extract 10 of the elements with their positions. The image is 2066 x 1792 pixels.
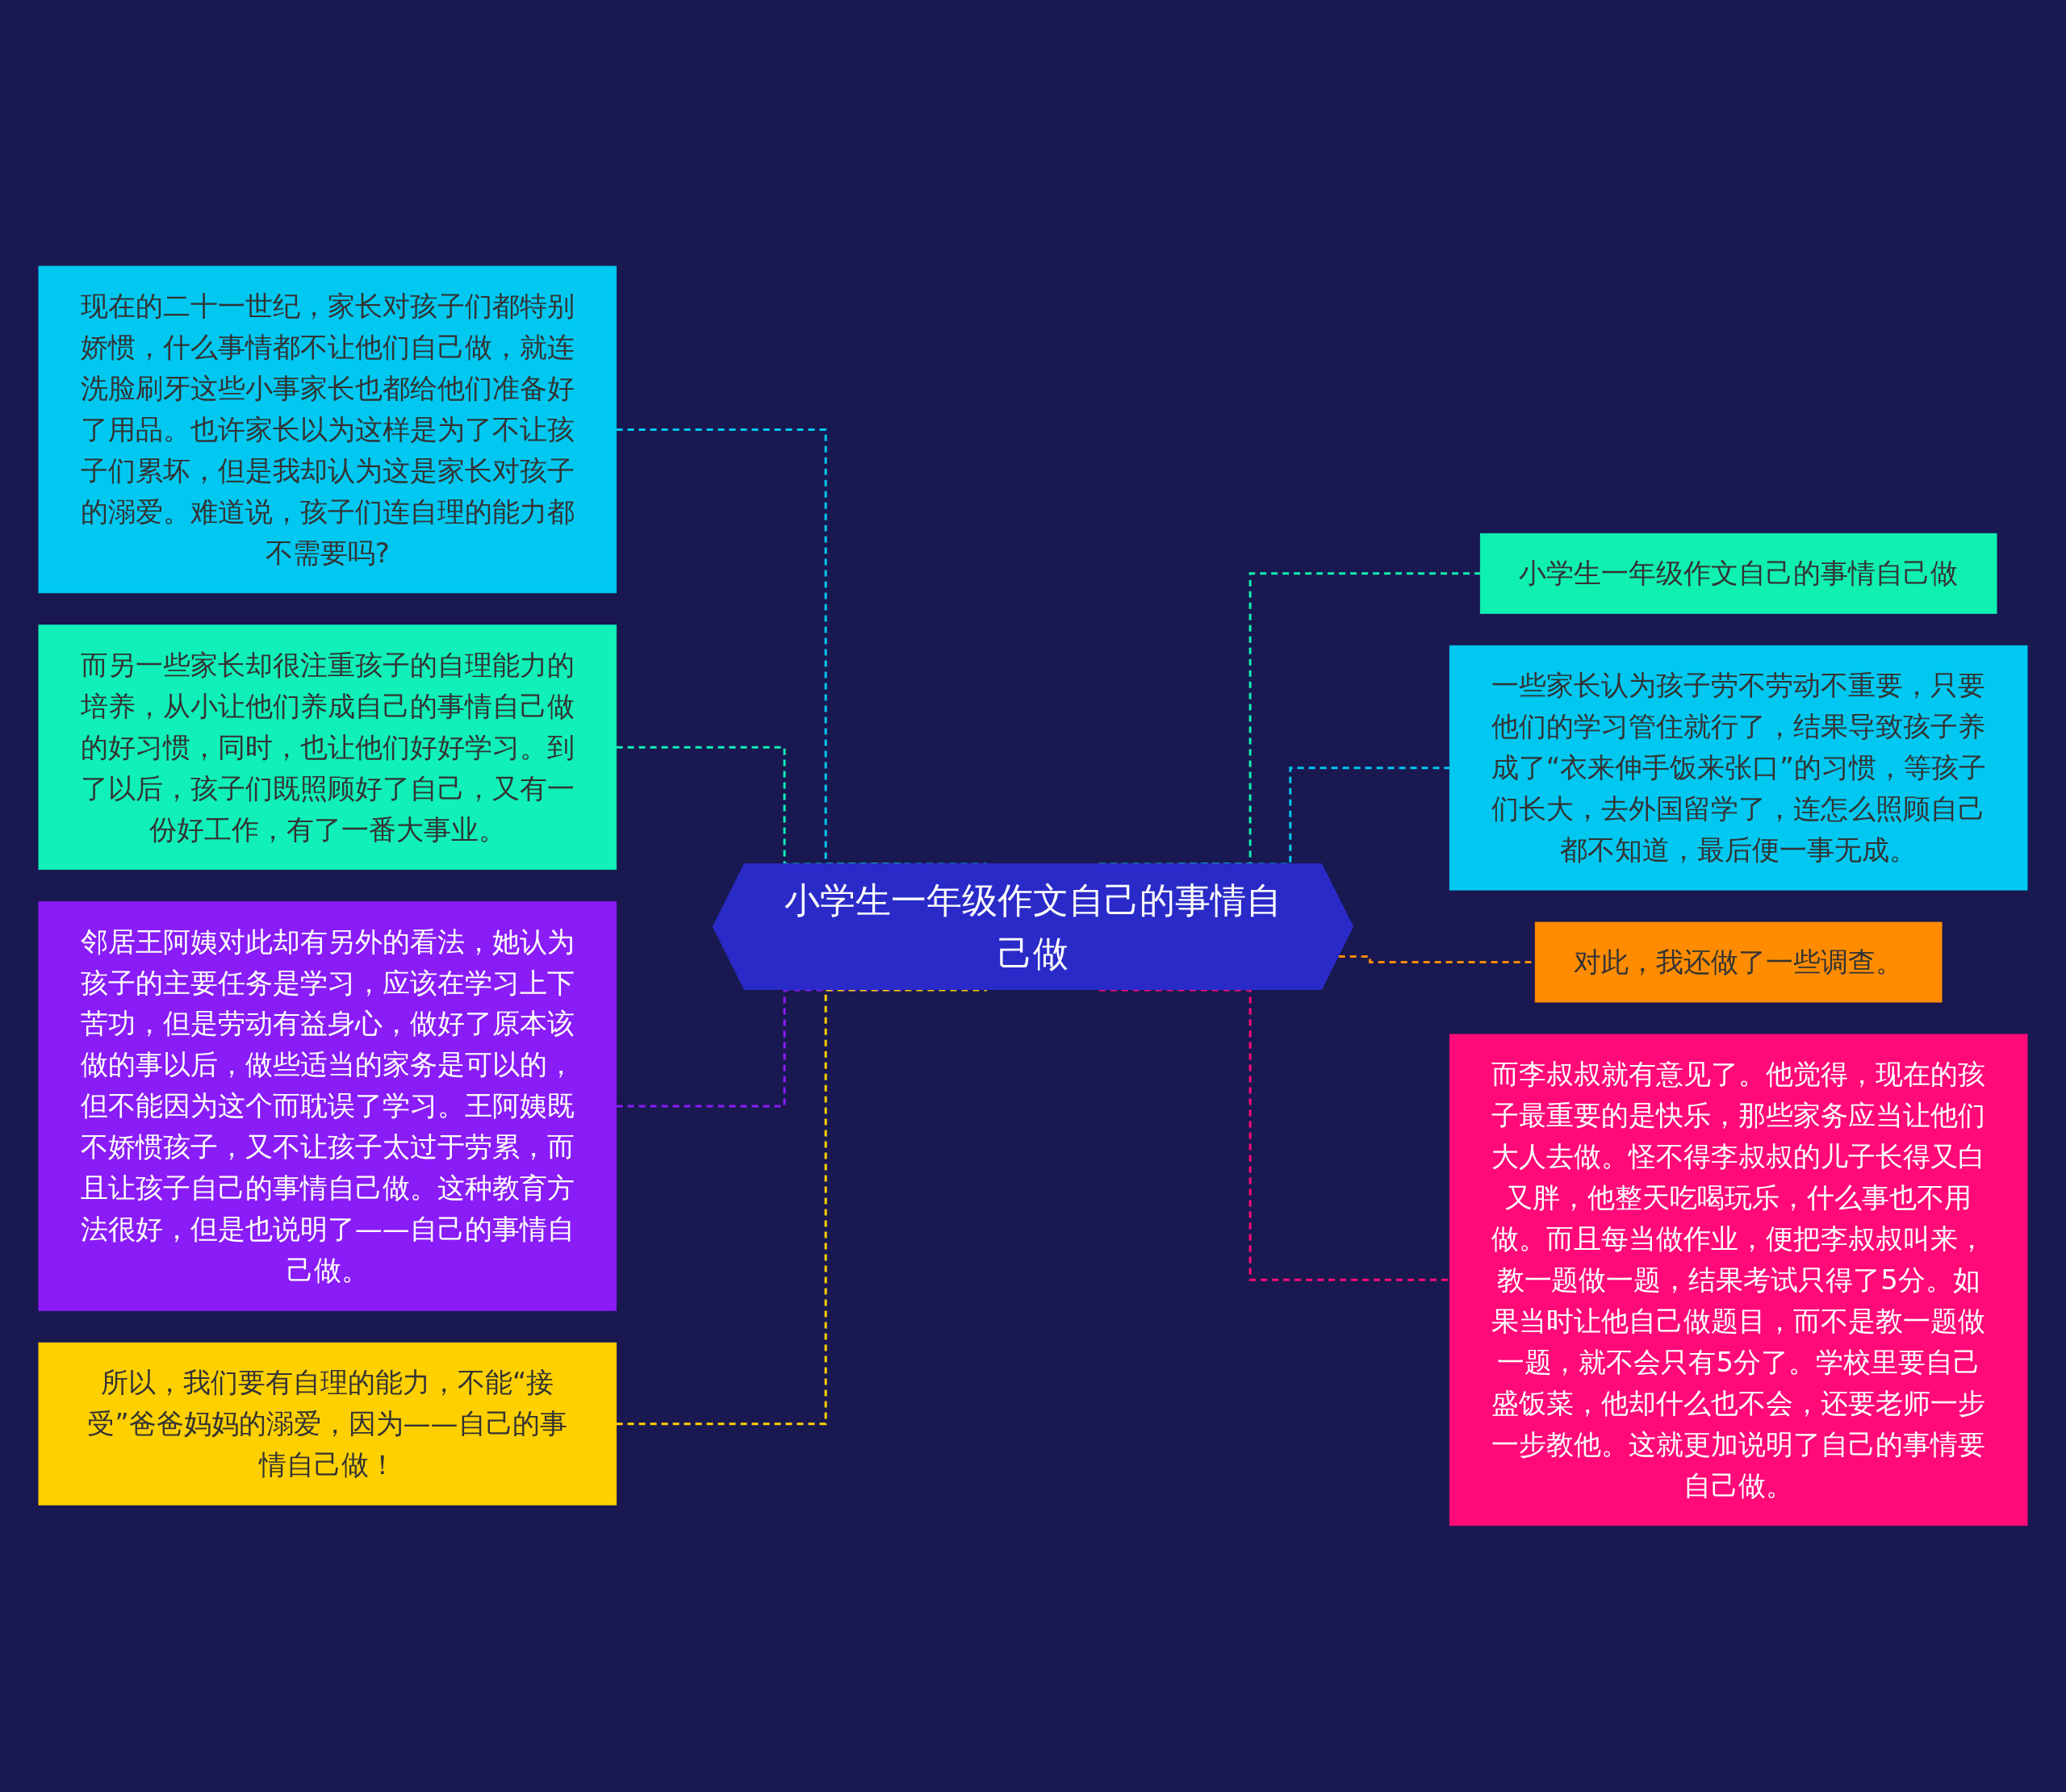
node-box: 所以，我们要有自理的能力，不能“接受”爸爸妈妈的溺爱，因为——自己的事情自己做！ xyxy=(38,1342,617,1506)
node-box: 邻居王阿姨对此却有另外的看法，她认为孩子的主要任务是学习，应该在学习上下苦功，但是劳动有益身心，做好了原本该做的事以后，做些适当的家务是可以的，但不能因为这个而耽误了学习。王阿姨既不娇惯孩子，又不让孩子太过于劳累，而且让孩子自己的事情自己做。这种教育方法很好，但是也说明了——自己的事情自己做。 xyxy=(38,901,617,1311)
node-box: 而另一些家长却很注重孩子的自理能力的培养，从小让他们养成自己的事情自己做的好习惯，同时，也让他们好好学习。到了以后，孩子们既照顾好了自己，又有一份好工作，有了一番大事业。 xyxy=(38,624,617,871)
connector xyxy=(616,988,987,1426)
node-box: 小学生一年级作文自己的事情自己做 xyxy=(1479,533,1997,614)
node-box: 而李叔叔就有意见了。他觉得，现在的孩子最重要的是快乐，那些家务应当让他们大人去做。怪不得李叔叔的儿子长得又白又胖，他整天吃喝玩乐，什么事也不用做。而且每当做作业，便把李叔叔叫来，教一题做一题，结果考试只得了5分。如果当时让他自己做题目，而不是教一题做一题，就不会只有5分了。学校里要自己盛饭菜，他却什么也不会，还要老师一步一步教他。这就更加说明了自己的事情要自己做。 xyxy=(1449,1034,2028,1527)
node-box: 对此，我还做了一些调查。 xyxy=(1534,921,1943,1003)
connector xyxy=(1098,988,1450,1281)
node-box: 现在的二十一世纪，家长对孩子们都特别娇惯，什么事情都不让他们自己做，就连洗脸刷牙这些小事家长也都给他们准备好了用品。也许家长以为这样是为了不让孩子们累坏，但是我却认为这是家长对孩子的溺爱。难道说，孩子们连自理的能力都不需要吗? xyxy=(38,265,617,594)
node-box: 一些家长认为孩子劳不劳动不重要，只要他们的学习管住就行了，结果导致孩子养成了“衣来伸手饭来张口”的习惯，等孩子们长大，去外国留学了，连怎么照顾自己都不知道，最后便一事无成。 xyxy=(1449,645,2028,891)
